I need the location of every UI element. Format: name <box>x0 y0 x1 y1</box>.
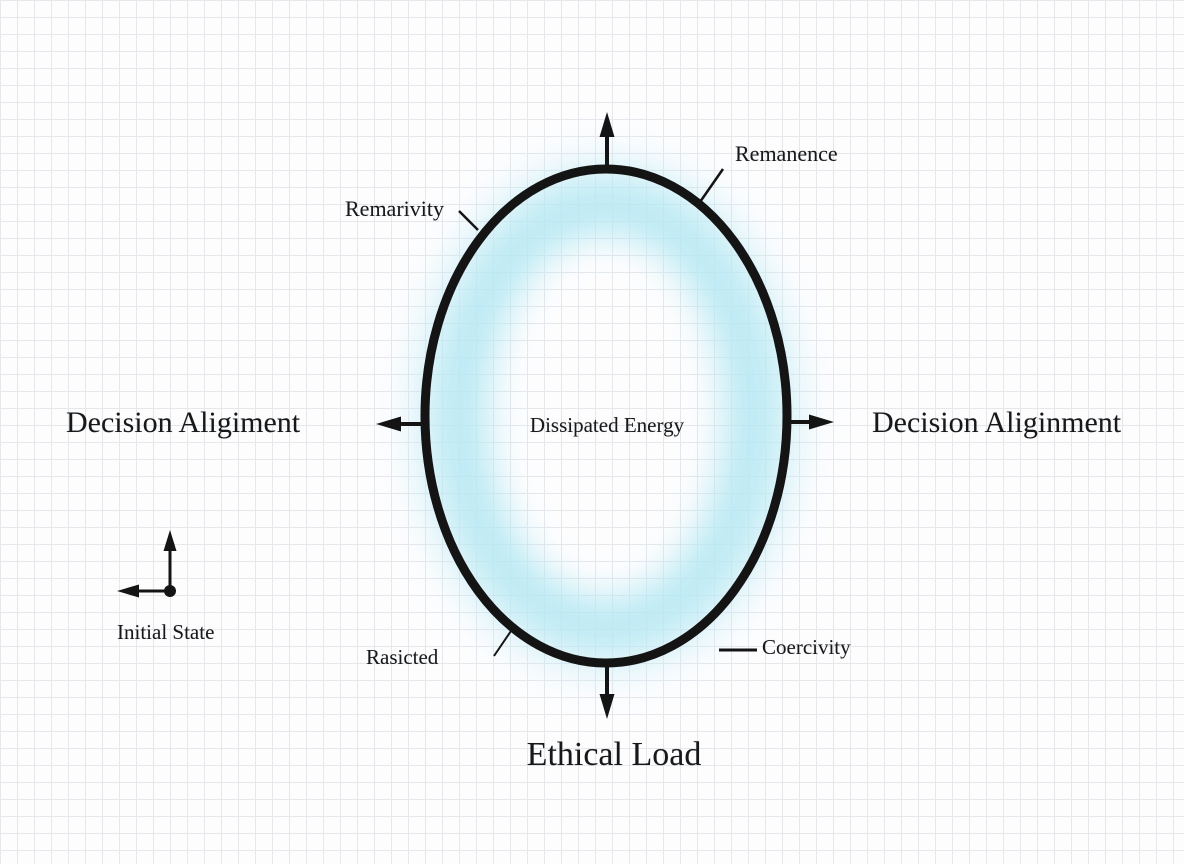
remanence-leader-line <box>698 168 725 203</box>
origin-dot <box>164 585 176 597</box>
label-decision-right: Decision Aliginment <box>872 406 1122 439</box>
initial-state-axes <box>117 530 177 598</box>
left-arrow <box>376 416 428 432</box>
remarivity-leader-line <box>458 210 479 231</box>
down-arrow <box>599 662 615 719</box>
label-coercivity: Coercivity <box>762 635 851 659</box>
label-initial-state: Initial State <box>117 620 215 644</box>
rasicted-leader-line <box>493 627 514 657</box>
right-arrow <box>786 414 834 430</box>
glow-ring <box>430 176 782 656</box>
label-decision-left: Decision Aligiment <box>66 406 301 439</box>
label-remarivity: Remarivity <box>345 196 444 221</box>
up-arrow <box>599 112 615 170</box>
label-rasicted: Rasicted <box>366 645 439 669</box>
label-remanence: Remanence <box>735 141 838 166</box>
label-dissipated-energy: Dissipated Energy <box>529 413 685 437</box>
label-ethical-load: Ethical Load <box>526 736 702 773</box>
